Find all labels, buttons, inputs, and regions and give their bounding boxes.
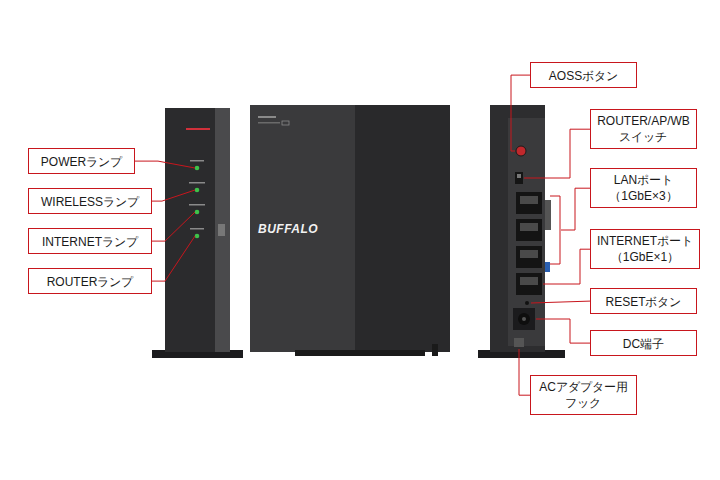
- red-accent: [186, 128, 210, 130]
- callout-text: ROUTERランプ: [47, 274, 134, 290]
- dc-jack: [513, 308, 535, 330]
- leader-line: [543, 249, 590, 284]
- callout-text: ROUTER/AP/WB スイッチ: [597, 113, 690, 145]
- lamp-mark: [189, 204, 205, 206]
- callout-text: DC端子: [623, 336, 664, 352]
- callout-box: LANポート （1GbE×3）: [590, 168, 697, 208]
- stand-foot: [432, 344, 438, 356]
- leader-line: [152, 236, 195, 281]
- callout-text: WIRELESSランプ: [41, 194, 139, 210]
- internet-port: [516, 273, 542, 295]
- dc-pin: [522, 317, 526, 321]
- aoss-button: [516, 146, 526, 156]
- back-panel: [508, 118, 545, 346]
- lamp: [195, 234, 200, 239]
- stand-base: [295, 350, 425, 356]
- callout-box: WIRELESSランプ: [28, 188, 152, 214]
- router-back: [490, 105, 545, 352]
- callout-text: LANポート （1GbE×3）: [609, 172, 677, 204]
- callout-text: ACアダプター用 フック: [539, 379, 628, 411]
- switch-knob: [517, 174, 521, 178]
- port-contacts: [520, 223, 538, 231]
- callout-box: AOSSボタン: [530, 62, 637, 88]
- dc-socket: [518, 313, 530, 325]
- mode-switch: [515, 172, 523, 184]
- lan-port: [516, 246, 542, 268]
- callout-box: DC端子: [590, 330, 697, 356]
- model-mark: [258, 122, 280, 124]
- callout-box: RESETボタン: [590, 288, 697, 314]
- reset-hole: [525, 301, 529, 305]
- brand-logo: BUFFALO: [258, 222, 318, 236]
- lamp-mark: [190, 160, 204, 162]
- port-contacts: [520, 196, 538, 204]
- leader-line: [152, 212, 195, 241]
- callout-text: RESETボタン: [605, 294, 681, 310]
- leader-line: [519, 349, 530, 395]
- leader-line: [511, 75, 530, 151]
- port-contacts: [520, 277, 538, 285]
- callout-text: AOSSボタン: [549, 68, 618, 84]
- port-contacts: [520, 250, 538, 258]
- lan-port: [516, 219, 542, 241]
- router-side: [165, 108, 215, 352]
- port-rib: [545, 200, 551, 230]
- leader-line: [524, 129, 590, 178]
- leader-line: [531, 301, 590, 303]
- lamp: [195, 188, 200, 193]
- bracket: [550, 196, 560, 264]
- router-front-right: [355, 105, 450, 352]
- callout-text: INTERNETポート （1GbE×1）: [597, 233, 693, 265]
- leader-line: [561, 188, 590, 230]
- leader-line: [135, 161, 195, 168]
- leader-line: [152, 190, 195, 201]
- callout-text: POWERランプ: [41, 154, 122, 170]
- callout-text: INTERNETランプ: [42, 234, 138, 250]
- model-mark: [258, 116, 276, 118]
- lamp: [195, 210, 200, 215]
- callout-box: POWERランプ: [28, 148, 135, 174]
- lamp-mark: [189, 182, 205, 184]
- port-indicator: [545, 262, 550, 272]
- router-front-left: [250, 105, 355, 352]
- callout-box: ACアダプター用 フック: [530, 375, 637, 415]
- callout-box: ROUTER/AP/WB スイッチ: [590, 109, 697, 149]
- lamp-mark: [190, 228, 204, 230]
- cable-hook: [514, 338, 524, 347]
- callout-box: ROUTERランプ: [28, 268, 152, 294]
- callout-box: INTERNETポート （1GbE×1）: [590, 229, 700, 269]
- lamp: [195, 166, 200, 171]
- callout-box: INTERNETランプ: [28, 228, 152, 254]
- model-mark: [282, 121, 289, 125]
- leader-line: [536, 319, 590, 343]
- lan-port: [516, 192, 542, 214]
- router-edge: [215, 108, 230, 352]
- emblem: [218, 224, 225, 236]
